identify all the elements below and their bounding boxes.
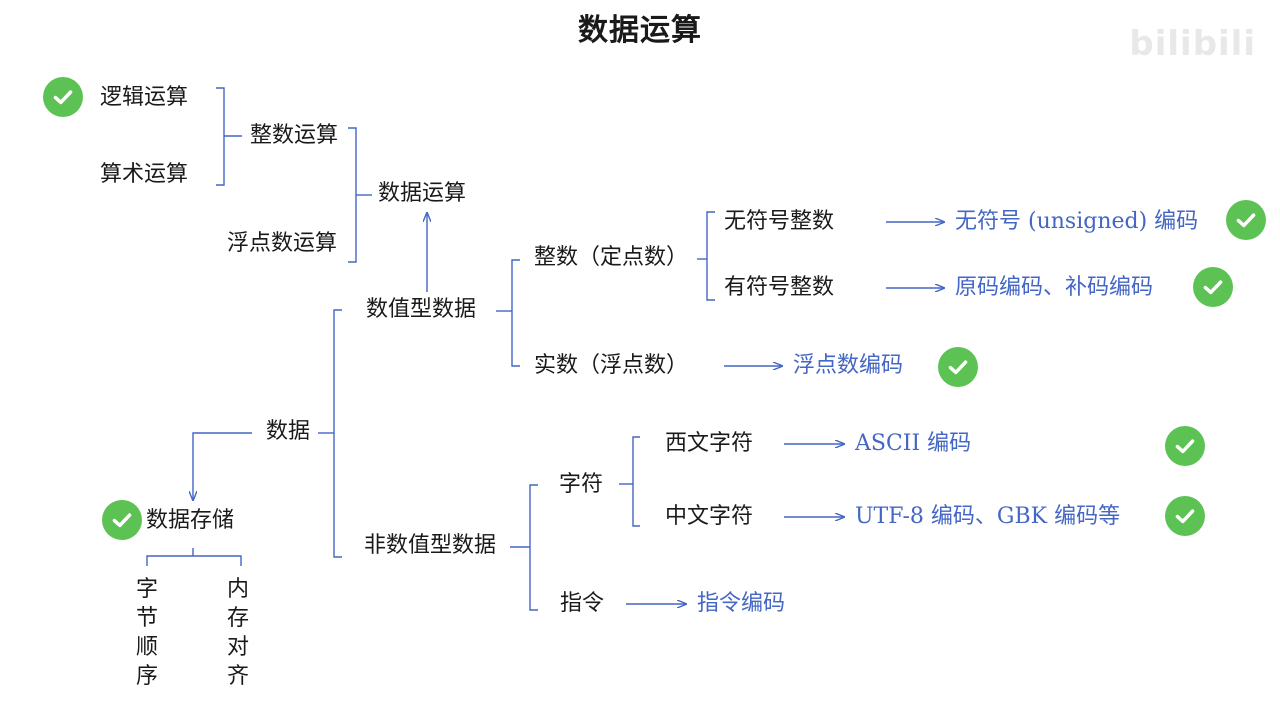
memory-align-label: 内存对齐 [226,577,249,689]
signed-encoding-label: 原码编码、补码编码 [955,275,1154,300]
check-icon [1193,267,1233,307]
utf8-gbk-encoding-label: UTF-8 编码、GBK 编码等 [855,504,1121,529]
check-icon [1165,426,1205,466]
data-storage-label: 数据存储 [146,508,235,533]
check-icon [938,347,978,387]
float-operation-label: 浮点数运算 [227,231,338,256]
integer-operation-label: 整数运算 [250,123,339,148]
signed-integer-label: 有符号整数 [724,275,835,300]
character-label: 字符 [559,472,604,497]
check-icon [43,77,83,117]
ascii-encoding-label: ASCII 编码 [855,431,972,456]
chinese-char-label: 中文字符 [665,504,754,529]
data-root-label: 数据 [266,419,311,444]
real-float-label: 实数（浮点数） [534,353,689,378]
check-icon [102,500,142,540]
bilibili-watermark: bilibili [1129,24,1256,64]
data-operation-label: 数据运算 [378,181,467,206]
check-icon [1165,496,1205,536]
float-encoding-label: 浮点数编码 [793,353,904,378]
instruction-encoding-label: 指令编码 [697,591,786,616]
instruction-label: 指令 [560,591,605,616]
integer-fixed-point-label: 整数（定点数） [534,245,689,270]
unsigned-integer-label: 无符号整数 [724,209,835,234]
logic-operation-label: 逻辑运算 [100,85,189,110]
arithmetic-operation-label: 算术运算 [100,162,189,187]
check-icon [1226,200,1266,240]
western-char-label: 西文字符 [665,431,754,456]
numeric-data-label: 数值型数据 [366,297,477,322]
unsigned-encoding-label: 无符号 (unsigned) 编码 [955,209,1199,234]
page-title: 数据运算 [578,13,702,48]
non-numeric-data-label: 非数值型数据 [364,533,497,558]
byte-order-label: 字节顺序 [135,577,158,689]
